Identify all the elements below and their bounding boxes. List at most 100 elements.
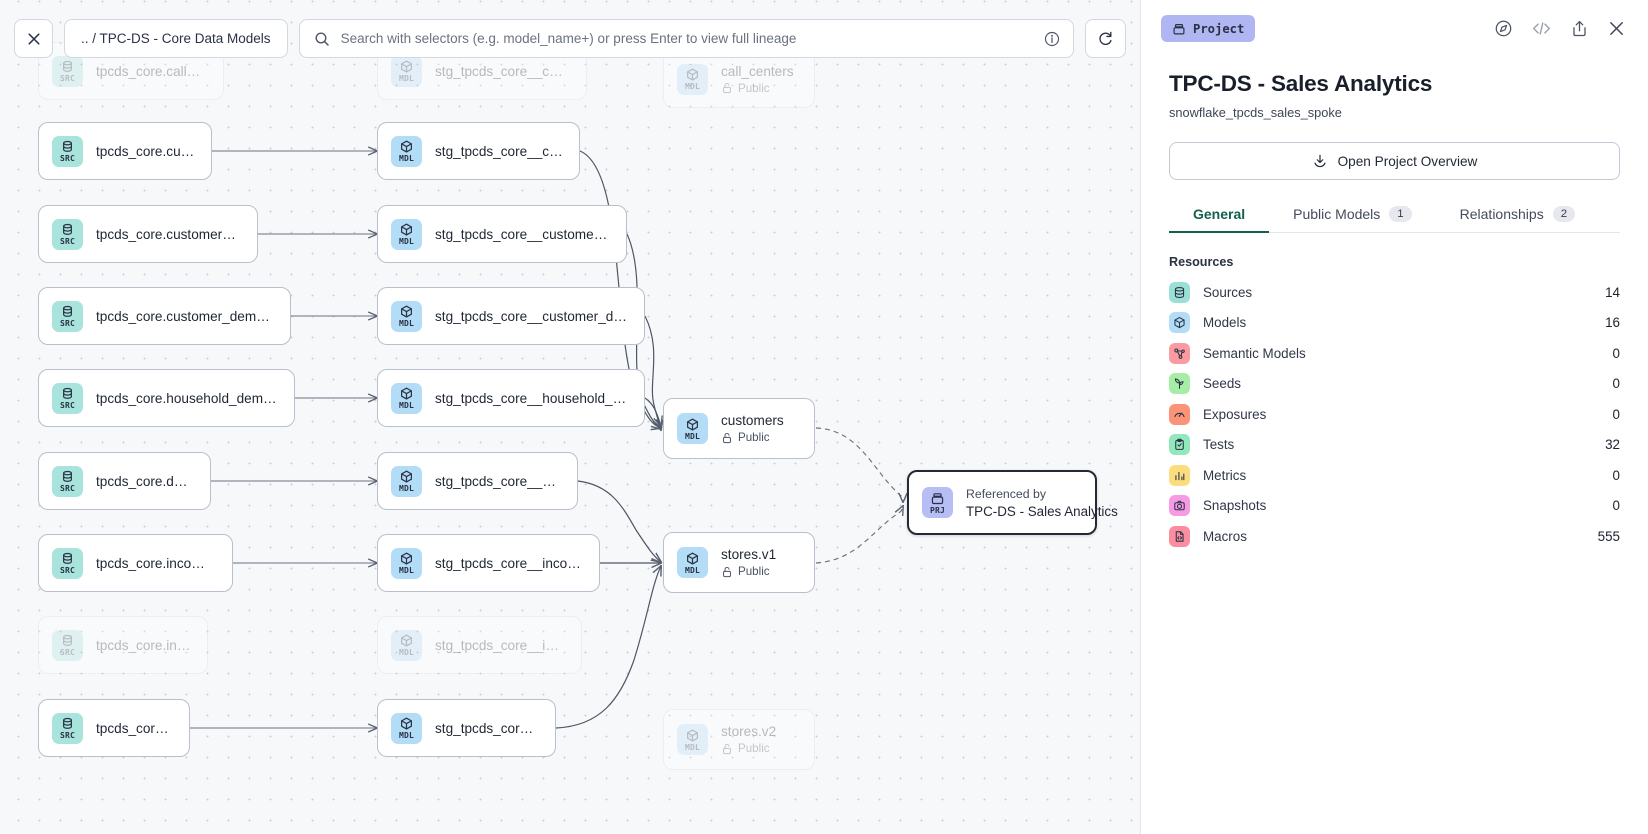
explore-icon[interactable] [1494, 19, 1513, 38]
breadcrumb[interactable]: .. / TPC-DS - Core Data Models [64, 19, 288, 58]
node-body: tpcds_core.household_demographics [96, 391, 278, 406]
panel-subtitle: snowflake_tpcds_sales_spoke [1169, 105, 1620, 120]
tab-general[interactable]: General [1169, 206, 1269, 233]
node-body: tpcds_core.income_band [96, 556, 216, 571]
lineage-node[interactable]: MDLstg_tpcds_core__income_band [377, 534, 600, 592]
lineage-node[interactable]: SRC tpcds_core.customer [38, 122, 212, 180]
panel-tabs: General Public Models1Relationships2 [1169, 206, 1620, 233]
lineage-node[interactable]: MDLstg_tpcds_core__date_dim [377, 452, 578, 510]
info-icon[interactable] [1044, 31, 1060, 47]
node-kind-label: SRC [60, 649, 75, 657]
node-body: tpcds_core.customer [96, 144, 195, 159]
node-visibility: Public [721, 431, 784, 444]
resource-row[interactable]: Sources14 [1169, 277, 1620, 308]
node-kind-label: SRC [60, 75, 75, 83]
node-body: stg_tpcds_core__date_dim [435, 474, 561, 489]
project-type-chip[interactable]: Project [1161, 15, 1255, 42]
lineage-node[interactable]: MDLstg_tpcds_core__customer_address [377, 205, 627, 263]
cube-icon [399, 304, 414, 319]
refresh-button[interactable] [1085, 19, 1126, 58]
resource-row[interactable]: Exposures0 [1169, 399, 1620, 430]
lineage-node[interactable]: MDLstores.v1Public [663, 532, 815, 593]
resource-row[interactable]: Metrics0 [1169, 460, 1620, 491]
lineage-node[interactable]: SRCtpcds_core.customer_demographics [38, 287, 291, 345]
camera-icon [1169, 495, 1190, 516]
lineage-node: MDLstg_tpcds_core__inventory [377, 616, 582, 674]
unlock-icon [721, 432, 733, 444]
node-kind-label: MDL [399, 155, 414, 163]
mdl-badge: MDL [677, 413, 708, 444]
cube-icon [399, 716, 414, 731]
tab-label: General [1193, 206, 1245, 222]
lineage-node[interactable]: MDLstg_tpcds_core__customer_demogra… [377, 287, 645, 345]
semantic-graph-icon [1173, 347, 1186, 360]
project-box-icon [930, 491, 945, 506]
lineage-node[interactable]: MDLstg_tpcds_core__store [377, 699, 556, 757]
search-icon [314, 31, 330, 47]
lineage-node[interactable]: MDLstg_tpcds_core__customer [377, 122, 580, 180]
resource-row[interactable]: Semantic Models0 [1169, 338, 1620, 369]
tab-label: Public Models [1293, 206, 1380, 222]
lineage-node[interactable]: SRC tpcds_core.household_demographics [38, 369, 295, 427]
database-icon [1169, 282, 1190, 303]
cube-icon [685, 728, 700, 743]
open-project-overview-button[interactable]: Open Project Overview [1169, 142, 1620, 180]
tab-relationships[interactable]: Relationships2 [1436, 206, 1599, 233]
node-kind-label: SRC [60, 155, 75, 163]
lineage-node-project[interactable]: PRJReferenced byTPC-DS - Sales Analytics [907, 470, 1097, 535]
resources-section-label: Resources [1169, 255, 1620, 269]
src-badge: SRC [52, 630, 83, 661]
resource-row[interactable]: Macros555 [1169, 521, 1620, 552]
node-title: stg_tpcds_core__store [435, 721, 539, 736]
resource-label: Exposures [1203, 407, 1600, 422]
lineage-node[interactable]: SRCtpcds_core.income_band [38, 534, 233, 592]
resource-row[interactable]: Models16 [1169, 308, 1620, 339]
code-icon[interactable] [1531, 19, 1552, 38]
node-body: stores.v2Public [721, 724, 776, 755]
semantic-graph-icon [1169, 343, 1190, 364]
node-body: tpcds_core.customer_address [96, 227, 241, 242]
lineage-node[interactable]: SRCtpcds_core.date_dim [38, 452, 211, 510]
database-icon [60, 716, 75, 731]
node-title: stg_tpcds_core__household_demogr… [435, 391, 628, 406]
mdl-badge: MDL [677, 724, 708, 755]
search-input[interactable]: Search with selectors (e.g. model_name+)… [299, 19, 1074, 58]
gauge-icon [1169, 404, 1190, 425]
resource-row[interactable]: Seeds0 [1169, 369, 1620, 400]
cube-icon [685, 551, 700, 566]
resource-count: 0 [1613, 498, 1620, 513]
lineage-node[interactable]: SRCtpcds_core.store [38, 699, 190, 757]
node-title: stg_tpcds_core__call_center [435, 64, 570, 79]
node-body: customersPublic [721, 413, 784, 444]
lineage-node[interactable]: MDL stg_tpcds_core__household_demogr… [377, 369, 645, 427]
node-kind-label: MDL [399, 649, 414, 657]
share-icon[interactable] [1570, 19, 1589, 38]
lineage-node[interactable]: SRCtpcds_core.customer_address [38, 205, 258, 263]
lineage-node[interactable]: MDL customersPublic [663, 398, 815, 459]
cube-icon [685, 417, 700, 432]
prj-badge: PRJ [922, 487, 953, 518]
src-badge: SRC [52, 56, 83, 87]
resource-label: Macros [1203, 529, 1585, 544]
seed-icon [1169, 373, 1190, 394]
cube-icon [1173, 316, 1186, 329]
close-icon[interactable] [1607, 19, 1626, 38]
node-kind-label: MDL [399, 567, 414, 575]
close-lineage-button[interactable] [14, 19, 53, 58]
camera-icon [1173, 499, 1186, 512]
database-icon [60, 469, 75, 484]
node-kind-label: MDL [399, 402, 414, 410]
tab-public-models[interactable]: Public Models1 [1269, 206, 1436, 233]
lineage-node: SRCtpcds_core.inventory [38, 616, 208, 674]
lineage-canvas[interactable]: SRCtpcds_core.call_centerSRCtpcds_core.c… [0, 0, 1140, 834]
search-placeholder: Search with selectors (e.g. model_name+)… [341, 31, 1033, 46]
node-kind-label: MDL [399, 75, 414, 83]
node-kind-label: SRC [60, 485, 75, 493]
node-kind-label: SRC [60, 402, 75, 410]
database-icon [60, 551, 75, 566]
resource-row[interactable]: Snapshots0 [1169, 491, 1620, 522]
panel-header: Project [1141, 0, 1648, 57]
resource-row[interactable]: Tests32 [1169, 430, 1620, 461]
cube-icon [399, 386, 414, 401]
cube-icon [399, 139, 414, 154]
